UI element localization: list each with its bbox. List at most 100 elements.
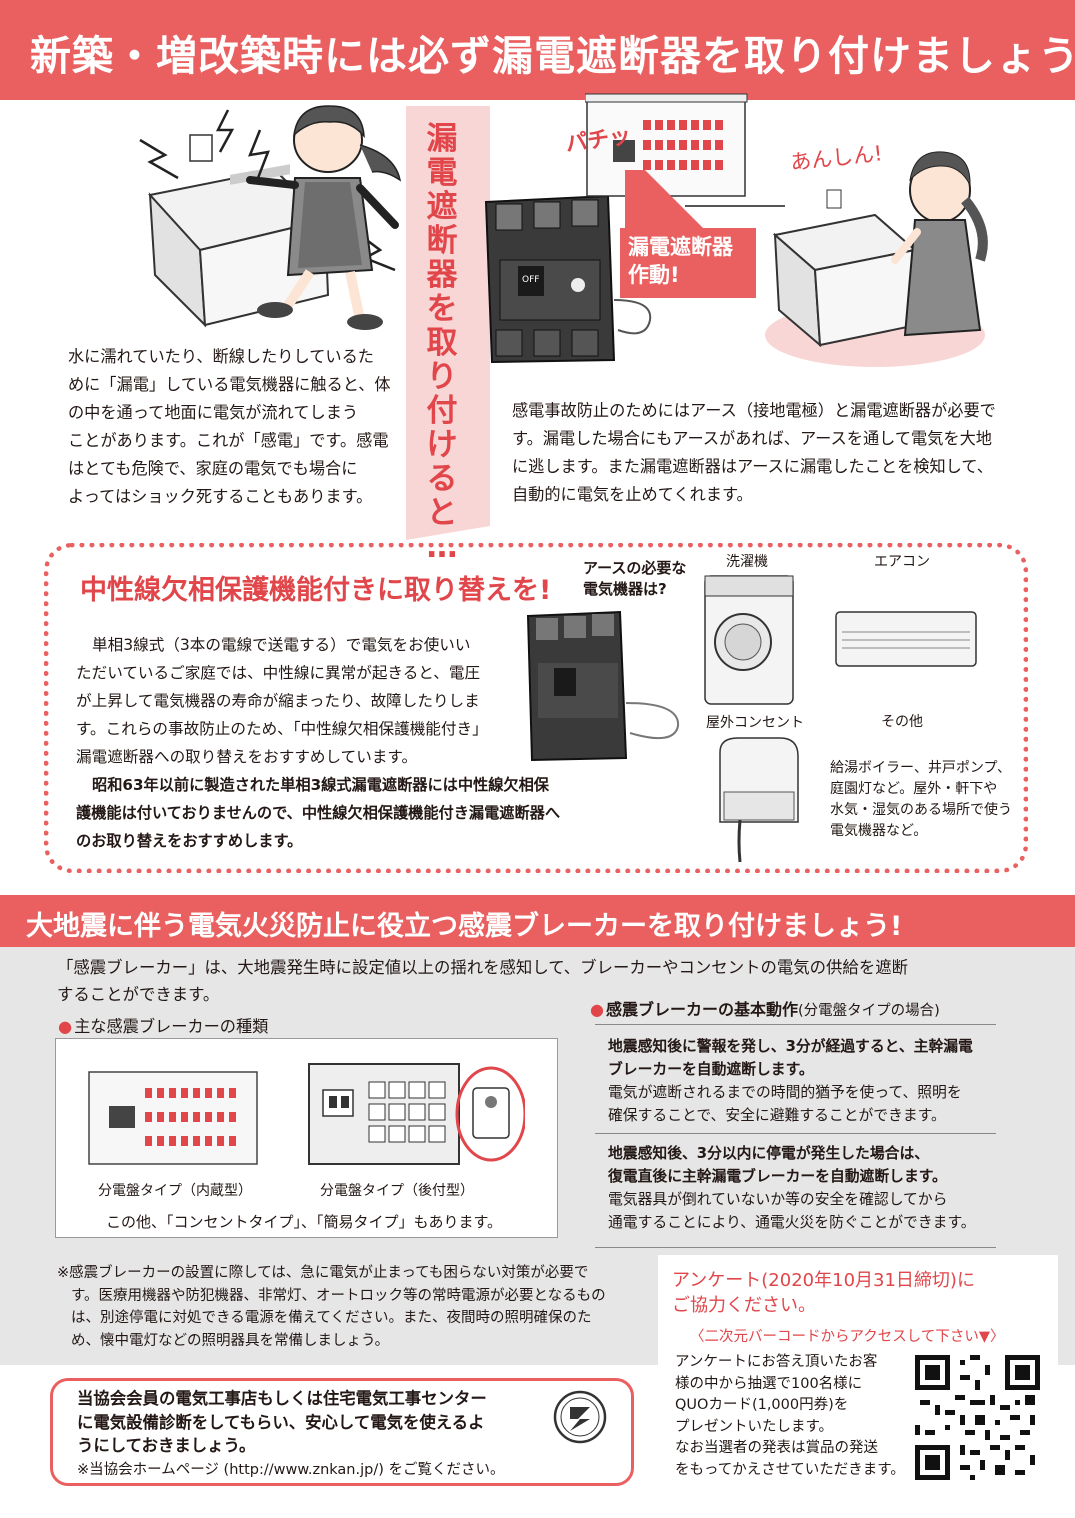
other-label: その他 <box>881 714 923 730</box>
callout-line: 漏電遮断器 <box>628 235 733 259</box>
op1-bold-line: 地震感知後に警報を発し、3分が経過すると、主幹漏電 <box>608 1038 973 1055</box>
operation-divider <box>595 1133 996 1134</box>
vertical-char: け <box>426 427 458 463</box>
diagnosis-text: 当協会会員の電気工事店もしくは住宅電気工事センター に電気設備診断をしてもらい、… <box>77 1387 487 1458</box>
survey-line: をもってかえさせていただきます。 <box>675 1461 905 1478</box>
shock-line: めに「漏電」している電気機器に触ると、体 <box>68 375 391 394</box>
survey-body: アンケートにお答え頂いたお客 様の中から抽選で100名様に QUOカード(1,0… <box>675 1352 905 1481</box>
safety-line: 自動的に電気を止めてくれます。 <box>512 485 753 504</box>
shock-line: 水に濡れていたり、断線したりしているた <box>68 347 374 366</box>
builtin-type-label: 分電盤タイプ（内蔵型） <box>98 1183 252 1199</box>
diagnosis-line: うにしておきましょう。 <box>77 1436 256 1455</box>
neutral-line: が上昇して電気機器の寿命が縮まったり、故障したりしま <box>76 692 480 710</box>
shock-line: はとても危険で、家庭の電気でも場合に <box>68 459 358 478</box>
qr-code-icon[interactable] <box>915 1355 1040 1480</box>
outdoor-outlet-label: 屋外コンセント <box>706 715 804 731</box>
aircon-icon <box>835 611 977 667</box>
vertical-char: る <box>426 461 458 497</box>
diagnosis-line: に電気設備診断をしてもらい、安心して電気を使えるよ <box>77 1412 485 1432</box>
earth-title-line: 電気機器は? <box>583 580 667 598</box>
vertical-char: 取 <box>426 325 458 361</box>
safe-woman-illustration <box>765 151 988 367</box>
neutral-bold-line: 護機能は付いておりませんので、中性線欠相保護機能付き漏電遮断器へ <box>76 804 561 822</box>
neutral-line: 漏電遮断器への取り替えをおすすめしています。 <box>76 748 418 766</box>
vertical-arrow-band <box>406 106 490 540</box>
notice-line: め、懐中電灯などの照明器具を常備しましょう。 <box>71 1332 390 1349</box>
neutral-line: ただいているご家庭では、中性線に異常が起きると、電圧 <box>76 664 481 682</box>
neutral-bold-paragraph: 昭和63年以前に製造された単相3線式漏電遮断器には中性線欠相保 護機能は付いてお… <box>76 771 560 855</box>
notice-line: ※感震ブレーカーの設置に際しては、急に電気が止まっても困らない対策が必要で <box>57 1265 589 1281</box>
safety-description: 感電事故防止のためにはアース（接地電極）と漏電遮断器が必要で す。漏電した場合に… <box>512 397 996 509</box>
vertical-char: 電 <box>426 155 458 191</box>
vertical-char: 断 <box>426 223 458 259</box>
types-heading: 主な感震ブレーカーの種類 <box>58 1013 268 1037</box>
diagnosis-line: 当協会会員の電気工事店もしくは住宅電気工事センター <box>77 1389 487 1408</box>
page-title: 新築・増改築時には必ず漏電遮断器を取り付けましょう! <box>30 32 1075 80</box>
quake-intro: 「感震ブレーカー」は、大地震発生時に設定値以上の揺れを感知して、ブレーカーやコン… <box>57 954 908 1008</box>
basic-operation-panel <box>595 1024 996 1248</box>
basic-heading-sub: (分電盤タイプの場合) <box>797 1003 940 1019</box>
callout-pointer <box>625 170 785 230</box>
association-logo-icon <box>553 1390 607 1444</box>
aircon-label: エアコン <box>874 554 930 570</box>
homepage-note[interactable]: ※当協会ホームページ (http://www.znkan.jp/) をご覧くださ… <box>77 1462 505 1478</box>
neutral-paragraph: 単相3線式（3本の電線で送電する）で電気をお使いい ただいているご家庭では、中性… <box>76 631 488 771</box>
op1-line: 確保することで、安全に避難することができます。 <box>608 1107 946 1124</box>
other-desc-line: 電気機器など。 <box>830 823 928 839</box>
other-desc-line: 庭園灯など。屋外・軒下や <box>830 781 998 797</box>
notice-line: す。医療用機器や防犯機器、非常灯、オートロック等の常時電源が必要となるもの <box>71 1287 606 1304</box>
survey-line: プレゼントいたします。 <box>675 1418 834 1435</box>
shock-line: ことがあります。これが「感電」です。感電 <box>68 431 389 450</box>
operation-2: 地震感知後、3分以内に停電が発生した場合は、 復電直後に主幹漏電ブレーカーを自動… <box>608 1142 976 1234</box>
basic-heading-text: 感震ブレーカーの基本動作 <box>605 1000 798 1019</box>
quake-banner: 大地震に伴う電気火災防止に役立つ感震ブレーカーを取り付けましょう! <box>0 895 1075 947</box>
survey-line: 様の中から抽選で100名様に <box>675 1375 863 1392</box>
breaker-activated-callout: 漏電遮断器 作動! <box>620 228 756 298</box>
vertical-char: を <box>426 291 458 327</box>
vertical-char: 器 <box>426 257 458 293</box>
vertical-char: り <box>426 359 458 395</box>
vertical-char: と <box>426 495 458 531</box>
neutral-protection-box <box>44 543 1028 873</box>
types-heading-text: 主な感震ブレーカーの種類 <box>74 1017 269 1036</box>
op1-bold-line: ブレーカーを自動遮断します。 <box>608 1061 814 1078</box>
shock-description: 水に濡れていたり、断線したりしているた めに「漏電」している電気機器に触ると、体… <box>68 343 391 511</box>
outdoor-outlet-icon <box>719 737 799 863</box>
notice-line: は、別途停電に対処できる電源を備えてください。また、夜間時の照明確保のた <box>71 1310 592 1326</box>
neutral-breaker-illustration <box>526 610 680 762</box>
earth-leakage-breaker-illustration: OFF <box>484 194 652 364</box>
vertical-char: 漏 <box>426 121 458 157</box>
survey-title: アンケート(2020年10月31日締切)に ご協力ください。 <box>672 1268 975 1318</box>
op2-line: 通電することにより、通電火災を防ぐことができます。 <box>608 1214 976 1231</box>
shock-line: の中を通って地面に電気が流れてしまう <box>68 403 359 422</box>
types-note: この他、「コンセントタイプ」、「簡易タイプ」もあります。 <box>106 1213 503 1231</box>
op1-line: 電気が遮断されるまでの時間的猶予を使って、照明を <box>608 1084 962 1101</box>
op2-line: 電気器具が倒れていないか等の安全を確認してから <box>608 1191 948 1208</box>
survey-line: QUOカード(1,000円券)を <box>675 1397 849 1413</box>
addon-panel-icon <box>308 1063 525 1165</box>
neutral-bold-line: 昭和63年以前に製造された単相3線式漏電遮断器には中性線欠相保 <box>92 776 549 794</box>
neutral-line: 単相3線式（3本の電線で送電する）で電気をお使いい <box>92 636 471 654</box>
survey-line: アンケートにお答え頂いたお客 <box>675 1354 878 1370</box>
addon-type-label: 分電盤タイプ（後付型） <box>320 1183 474 1199</box>
callout-line: 作動! <box>628 263 680 287</box>
neutral-line: す。これらの事故防止のため、「中性線欠相保護機能付き」 <box>76 720 488 738</box>
washer-label: 洗濯機 <box>726 554 768 570</box>
survey-title-line: ご協力ください。 <box>672 1295 816 1316</box>
diagnosis-recommendation-box <box>50 1378 634 1486</box>
survey-title-line: アンケート(2020年10月31日締切)に <box>672 1270 975 1291</box>
builtin-panel-icon <box>88 1071 258 1165</box>
neutral-heading: 中性線欠相保護機能付きに取り替えを! <box>80 575 552 606</box>
other-description: 給湯ボイラー、井戸ポンプ、 庭園灯など。屋外・軒下や 水気・湿気のある場所で使う… <box>830 758 1012 842</box>
vertical-heading: 漏 電 遮 断 器 を 取 り 付 け る と … <box>422 122 462 564</box>
earth-required-title: アースの必要な 電気機器は? <box>583 558 686 600</box>
header-banner: 新築・増改築時には必ず漏電遮断器を取り付けましょう! <box>0 0 1075 100</box>
safety-line: 感電事故防止のためにはアース（接地電極）と漏電遮断器が必要で <box>512 401 996 420</box>
quake-heading: 大地震に伴う電気火災防止に役立つ感震ブレーカーを取り付けましょう! <box>26 911 903 942</box>
breaker-off-label: OFF <box>522 275 539 285</box>
survey-access-note: 〈二次元バーコードからアクセスして下さい▼〉 <box>690 1329 1005 1345</box>
op2-bold-line: 復電直後に主幹漏電ブレーカーを自動遮断します。 <box>608 1168 947 1185</box>
quake-intro-line: 「感震ブレーカー」は、大地震発生時に設定値以上の揺れを感知して、ブレーカーやコン… <box>57 958 908 977</box>
installation-notice: ※感震ブレーカーの設置に際しては、急に電気が止まっても困らない対策が必要で す。… <box>57 1262 606 1352</box>
washer-icon <box>704 575 794 705</box>
